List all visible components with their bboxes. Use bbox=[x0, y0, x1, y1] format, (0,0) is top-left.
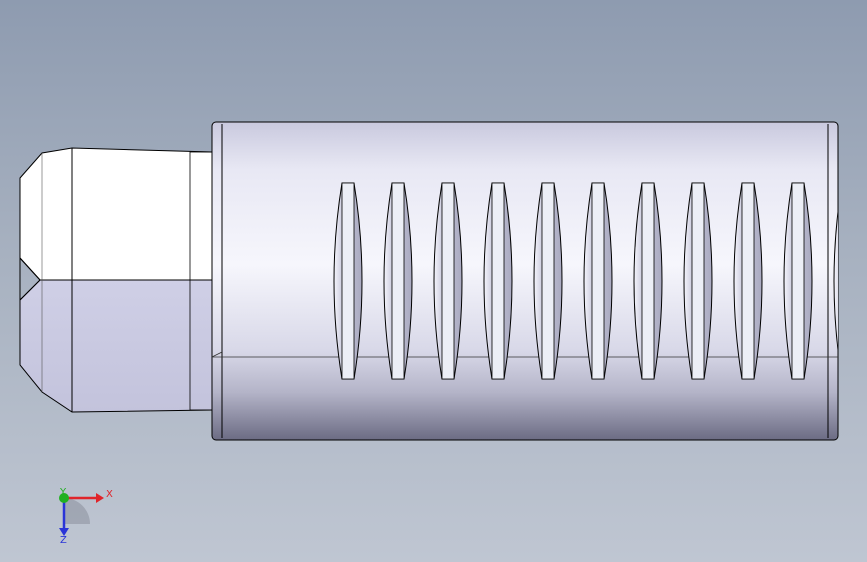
vent-slot bbox=[483, 182, 513, 380]
vent-slot-outline bbox=[833, 207, 838, 355]
vent-slot bbox=[433, 182, 463, 380]
hex-lower-face bbox=[19, 279, 213, 413]
vent-slot bbox=[333, 182, 363, 380]
vent-slot-floor bbox=[741, 182, 755, 380]
hex-upper-face bbox=[19, 147, 213, 281]
vent-slot bbox=[683, 182, 713, 380]
vent-slot-floor bbox=[391, 182, 405, 380]
vent-slot-floor bbox=[441, 182, 455, 380]
cylinder-edge bbox=[211, 351, 223, 358]
x-axis-label: X bbox=[106, 489, 113, 500]
vent-slot bbox=[783, 182, 813, 380]
vent-slot bbox=[833, 183, 854, 379]
vent-slots[interactable] bbox=[333, 182, 862, 380]
vent-slot-floor bbox=[691, 182, 705, 380]
x-axis-arrow bbox=[64, 493, 104, 503]
vent-slot-floor bbox=[641, 182, 655, 380]
hex-edge bbox=[19, 279, 41, 301]
vent-slot bbox=[733, 182, 763, 380]
vent-slot bbox=[633, 182, 663, 380]
vent-slot-floor bbox=[541, 182, 555, 380]
vent-slot-floor bbox=[491, 182, 505, 380]
triad-shadow bbox=[64, 498, 90, 524]
hex-fitting[interactable] bbox=[19, 147, 213, 413]
vent-slot-floor bbox=[341, 182, 355, 380]
hex-edge bbox=[19, 257, 41, 281]
y-axis-marker bbox=[59, 493, 69, 503]
axis-triad[interactable]: X Z Y bbox=[40, 480, 130, 550]
vent-slot bbox=[533, 182, 563, 380]
vent-slot-floor bbox=[842, 183, 854, 379]
vent-slot bbox=[583, 182, 613, 380]
vent-slot-floor bbox=[591, 182, 605, 380]
vent-slot-floor bbox=[791, 182, 805, 380]
y-axis-label: Y bbox=[59, 487, 67, 498]
z-axis-label: Z bbox=[60, 535, 67, 546]
vent-slot bbox=[383, 182, 413, 380]
